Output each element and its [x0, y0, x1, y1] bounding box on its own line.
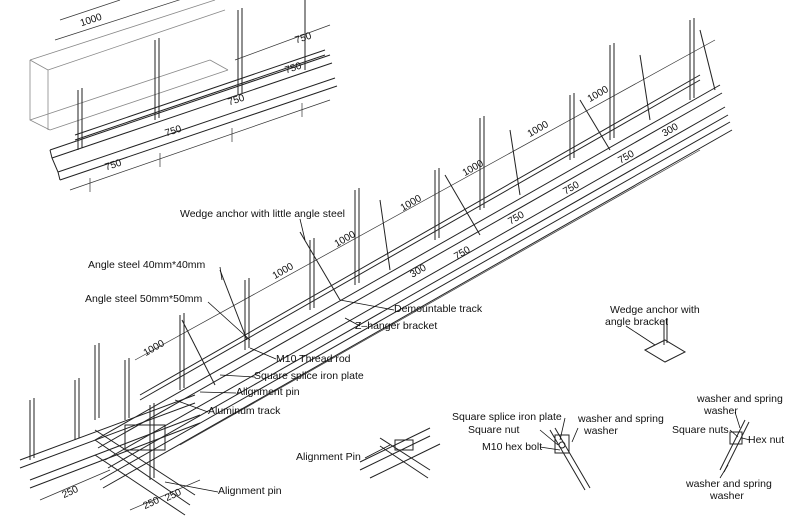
label-alignment-pin: Alignment pin — [236, 386, 300, 398]
label-square-splice-plate: Square splice iron plate — [254, 370, 364, 382]
main-track-run — [94, 18, 733, 489]
hangers — [179, 18, 716, 390]
label-detail-square-nuts: Square nuts — [672, 424, 729, 436]
label-detail-hex-nut: Hex nut — [748, 434, 785, 446]
label-detail-washer-spring-1a: washer and spring — [578, 413, 664, 425]
label-detail-washer-spring-2b: washer — [704, 405, 738, 417]
top-inset-assembly — [29, 0, 338, 192]
label-detail-square-nut: Square nut — [468, 424, 520, 436]
label-wedge-anchor-little-angle: Wedge anchor with little angle steel — [180, 208, 345, 220]
label-detail-alignment-pin: Alignment Pin — [296, 451, 361, 463]
label-demountable-track: Demountable track — [394, 303, 483, 315]
label-z-hanger-bracket: Z–hanger bracket — [355, 320, 438, 332]
label-detail-m10-hex-bolt: M10 hex bolt — [482, 441, 543, 453]
alignment-pin-detail — [359, 427, 441, 479]
splice-plate-detail — [549, 427, 591, 491]
leader-lines — [164, 218, 751, 493]
label-aluminum-track: Aluminum track — [208, 405, 281, 417]
hex-nut-detail — [719, 419, 750, 473]
label-angle-steel-50: Angle steel 50mm*50mm — [85, 293, 203, 305]
wedge-anchor-angle-bracket-detail — [643, 318, 687, 363]
corner-assembly — [19, 343, 201, 516]
label-detail-splice-plate: Square splice iron plate — [452, 411, 562, 423]
label-detail-washer-spring-3a: washer and spring — [686, 478, 772, 490]
label-detail-washer-spring-1b: washer — [584, 425, 618, 437]
label-m10-thread-rod: M10 Thread rod — [276, 353, 351, 365]
label-detail-alignment-pin-bottom: Alignment pin — [218, 485, 282, 497]
label-wedge-anchor-angle-2: angle bracket — [605, 316, 669, 328]
label-angle-steel-40: Angle steel 40mm*40mm — [88, 259, 206, 271]
label-detail-washer-spring-2a: washer and spring — [697, 393, 783, 405]
label-detail-washer-spring-3b: washer — [710, 490, 744, 502]
label-wedge-anchor-angle-1: Wedge anchor with — [610, 304, 700, 316]
